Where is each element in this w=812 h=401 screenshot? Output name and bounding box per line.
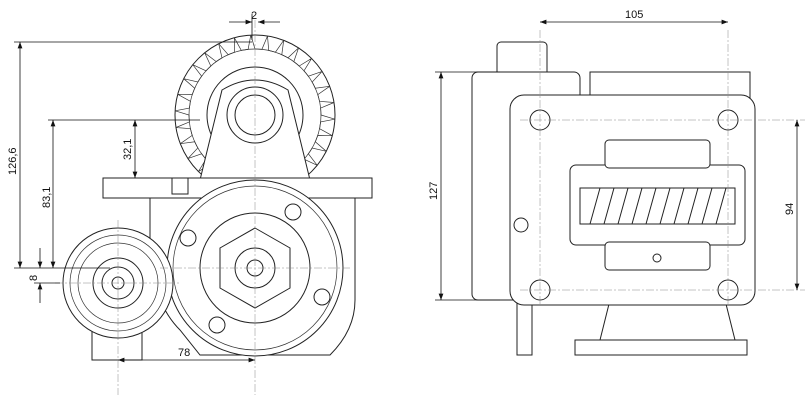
side-view: 105 127 94 xyxy=(428,9,805,356)
dimension-126-6: 126,6 xyxy=(7,41,252,269)
dimension-8: 8 xyxy=(28,248,60,303)
dimension-78: 78 xyxy=(118,347,255,363)
helical-tooth xyxy=(603,187,615,225)
dimension-32-1: 32,1 xyxy=(122,120,138,178)
helical-tooth xyxy=(701,187,713,225)
helical-tooth xyxy=(659,187,671,225)
helical-tooth xyxy=(715,187,727,225)
base-foot xyxy=(574,299,748,356)
dimension-label: 83,1 xyxy=(41,187,53,208)
centerlines xyxy=(55,20,350,395)
gear-window xyxy=(569,139,746,271)
dimension-105: 105 xyxy=(540,9,728,25)
helical-tooth xyxy=(673,187,685,225)
dimension-label: 105 xyxy=(625,9,643,21)
dimension-label: 126,6 xyxy=(7,147,19,175)
dimension-127: 127 xyxy=(428,71,500,301)
helical-tooth xyxy=(589,187,601,225)
centerlines xyxy=(520,30,805,305)
helical-tooth xyxy=(687,187,699,225)
dimension-label: 32,1 xyxy=(122,139,134,160)
helical-tooth xyxy=(631,187,643,225)
dimension-label: 8 xyxy=(28,275,40,281)
helical-tooth xyxy=(645,187,657,225)
dimension-83-1: 83,1 xyxy=(41,119,200,268)
dimension-label: 127 xyxy=(428,182,440,200)
dimension-label: 78 xyxy=(178,347,190,359)
dimension-94: 94 xyxy=(784,120,800,290)
dimension-2: 2 xyxy=(229,10,280,40)
helical-tooth xyxy=(617,187,629,225)
front-view: 2 126,6 83,1 32,1 8 78 xyxy=(7,10,373,395)
dimension-label: 94 xyxy=(784,203,796,215)
dimension-label: 2 xyxy=(251,10,257,22)
